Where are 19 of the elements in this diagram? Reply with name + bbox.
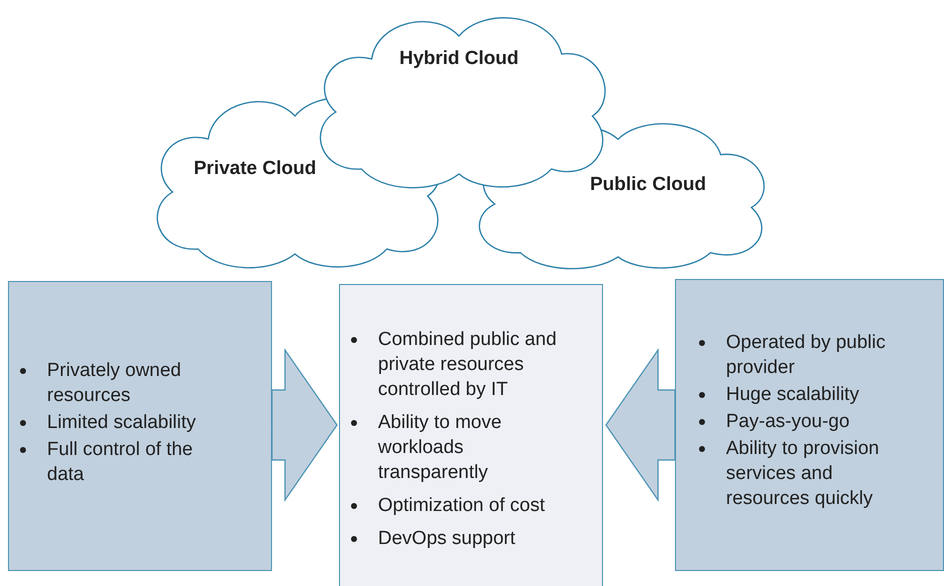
bullet-text: DevOps support <box>378 527 516 551</box>
block-arrow <box>271 348 338 502</box>
bullet-text: Optimization of cost <box>378 494 545 518</box>
block-arrow <box>605 348 676 502</box>
bullet-text: Pay-as-you-go <box>726 410 850 434</box>
bullet-text: Ability to provision services and resources quickly <box>726 437 880 511</box>
text-panel <box>675 279 944 571</box>
bullet-text: Privately owned resources <box>47 359 182 408</box>
text-panel <box>339 284 603 586</box>
bullet-text: Combined public and private resources controlled by IT <box>378 328 558 402</box>
bullet-text: Full control of the data <box>47 438 194 487</box>
bullet-text: Operated by public provider <box>726 331 886 380</box>
cloud-label: Hybrid Cloud <box>399 46 519 71</box>
text-panel <box>8 281 272 571</box>
cloud-label: Private Cloud <box>194 156 316 181</box>
cloud-label: Public Cloud <box>590 172 706 197</box>
bullet-text: Limited scalability <box>47 411 196 435</box>
bullet-text: Huge scalability <box>726 383 860 407</box>
bullet-text: Ability to move workloads transparently <box>378 411 503 485</box>
